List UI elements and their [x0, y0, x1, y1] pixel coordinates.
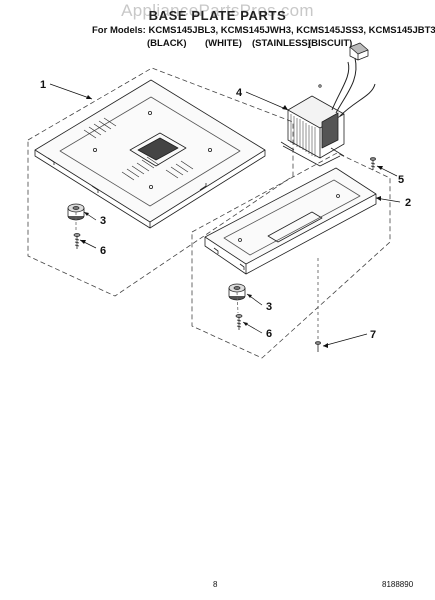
callout-6-lower: 6 — [266, 328, 272, 340]
variant-black: (BLACK) — [147, 38, 187, 49]
callout-7: 7 — [370, 329, 376, 341]
rubber-foot-upper — [67, 203, 85, 221]
callout-1: 1 — [40, 79, 46, 91]
screw-upper — [73, 233, 81, 249]
transformer-part — [280, 42, 376, 167]
models-line: For Models: KCMS145JBL3, KCMS145JWH3, KC… — [92, 25, 435, 36]
group-outline-base-plate — [27, 67, 294, 297]
callout-3-lower: 3 — [266, 301, 272, 313]
variant-biscuit: (BISCUIT) — [308, 38, 353, 49]
callout-2: 2 — [405, 197, 411, 209]
variant-stainless: (STAINLESS) — [252, 38, 311, 49]
screw-lower — [235, 314, 243, 330]
callout-6-upper: 6 — [100, 245, 106, 257]
callout-4: 4 — [236, 87, 243, 99]
page-number: 8 — [213, 580, 218, 589]
page-title: BASE PLATE PARTS — [148, 8, 287, 23]
base-plate-part — [34, 79, 266, 229]
screw-part-5 — [370, 157, 376, 170]
watermark: AppliancePartsPros.com — [121, 1, 314, 20]
variant-white: (WHITE) — [205, 38, 242, 49]
screw-part-7 — [315, 258, 321, 352]
callout-3-upper: 3 — [100, 215, 106, 227]
lower-plate-part — [204, 167, 377, 275]
callout-5: 5 — [398, 174, 404, 186]
group-outline-lower-plate — [191, 152, 391, 359]
figure-code: 8188890 — [382, 580, 414, 589]
